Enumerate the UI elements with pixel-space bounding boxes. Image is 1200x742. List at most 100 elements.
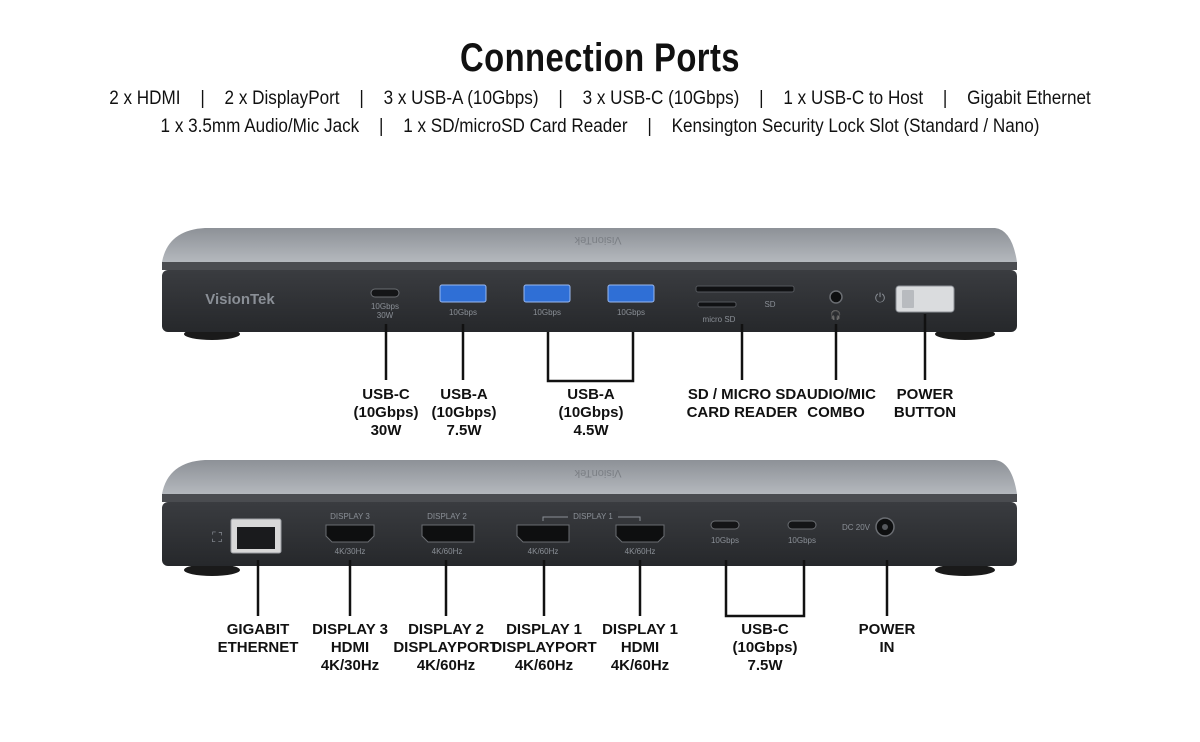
label-rear-display1hdmi-3: 4K/60Hz xyxy=(611,657,669,674)
spec-separator: | xyxy=(359,88,364,109)
rear-usbc-speed-1: 10Gbps xyxy=(711,536,739,545)
label-front-audio-1: AUDIO/MIC xyxy=(796,386,876,403)
rear-hdmi-port-3 xyxy=(325,524,375,543)
label-front-usbc-2: (10Gbps) xyxy=(353,404,418,421)
front-usba-speed-3: 10Gbps xyxy=(617,308,645,317)
spec-usbc-host: 1 x USB-C to Host xyxy=(783,88,924,109)
front-microsd-label: micro SD xyxy=(703,315,736,324)
label-rear-display3-2: HDMI xyxy=(331,639,369,656)
label-rear-power-2: IN xyxy=(880,639,895,656)
rear-usbc-port-2 xyxy=(787,520,817,530)
label-rear-display1hdmi-2: HDMI xyxy=(621,639,659,656)
front-top-brand: VisionTek xyxy=(574,234,621,246)
front-microsd-slot xyxy=(697,301,737,308)
front-dock: VisionTek VisionTek 10Gbps 30W 10Gbps 10… xyxy=(162,228,1017,340)
leader-rear-usbc xyxy=(724,560,806,618)
label-rear-usbc-2: (10Gbps) xyxy=(732,639,797,656)
rear-foot-right xyxy=(935,564,995,576)
spec-usba: 3 x USB-A (10Gbps) xyxy=(383,88,539,109)
rear-dp-port-1 xyxy=(516,524,570,543)
label-front-usba1-2: (10Gbps) xyxy=(431,404,496,421)
label-rear-display2-2: DISPLAYPORT xyxy=(393,639,498,656)
page-title: Connection Ports xyxy=(460,36,740,80)
rear-display3-label: DISPLAY 3 xyxy=(330,512,370,521)
label-front-power-1: POWER xyxy=(897,386,954,403)
label-rear-display1dp-3: 4K/60Hz xyxy=(515,657,573,674)
spec-separator: | xyxy=(200,88,205,109)
label-front-usbc-3: 30W xyxy=(371,422,403,439)
label-front-usbc-1: USB-C xyxy=(362,386,410,403)
rear-foot-left xyxy=(184,564,240,576)
spec-ethernet: Gigabit Ethernet xyxy=(967,88,1091,109)
spec-separator: | xyxy=(759,88,764,109)
rear-hdmi-port-1 xyxy=(615,524,665,543)
network-icon: ⛶ xyxy=(212,529,222,545)
spec-separator: | xyxy=(647,116,652,137)
front-usba-port-3 xyxy=(607,284,655,303)
rear-display1dp-res: 4K/60Hz xyxy=(528,547,559,556)
spec-separator: | xyxy=(942,88,948,109)
label-rear-display3-3: 4K/30Hz xyxy=(321,657,379,674)
label-front-sd-2: CARD READER xyxy=(687,404,798,421)
label-rear-ethernet-2: ETHERNET xyxy=(218,639,299,656)
front-usba-port-1 xyxy=(439,284,487,303)
spec-separator: | xyxy=(558,88,563,109)
front-usba-speed-1: 10Gbps xyxy=(449,308,477,317)
rear-top-brand: VisionTek xyxy=(574,467,621,479)
rear-display1hdmi-res: 4K/60Hz xyxy=(625,547,656,556)
label-front-usba2-1: USB-A xyxy=(567,386,615,403)
front-sd-slot xyxy=(695,285,795,293)
rear-display2-res: 4K/60Hz xyxy=(432,547,463,556)
front-usbc-power: 30W xyxy=(377,311,394,320)
label-rear-power-1: POWER xyxy=(859,621,916,638)
rear-labels: GIGABIT ETHERNET DISPLAY 3 HDMI 4K/30Hz … xyxy=(218,621,916,674)
specs-line-2: 1 x 3.5mm Audio/Mic Jack|1 x SD/microSD … xyxy=(60,116,1140,138)
rear-display2-label: DISPLAY 2 xyxy=(427,512,467,521)
label-rear-display2-3: 4K/60Hz xyxy=(417,657,475,674)
rear-dc-label: DC 20V xyxy=(842,523,871,532)
rear-usbc-speed-2: 10Gbps xyxy=(788,536,816,545)
rear-display1-label-bg xyxy=(568,511,618,521)
label-front-sd-1: SD / MICRO SD xyxy=(688,386,797,403)
front-usba-port-2 xyxy=(523,284,571,303)
front-vent-strip xyxy=(162,262,1017,270)
specs-line-1: 2 x HDMI | 2 x DisplayPort | 3 x USB-A (10Gb… xyxy=(60,88,1140,110)
spec-displayport: 2 x DisplayPort xyxy=(224,88,340,109)
rear-dp-port-2 xyxy=(421,524,475,543)
spec-hdmi: 2 x HDMI xyxy=(109,88,181,109)
label-front-usba1-3: 7.5W xyxy=(446,422,482,439)
spec-separator: | xyxy=(378,116,384,137)
rear-usbc-port-1 xyxy=(710,520,740,530)
rear-display3-res: 4K/30Hz xyxy=(335,547,366,556)
rear-leader-lines xyxy=(256,560,889,618)
front-audio-jack xyxy=(829,290,843,304)
spec-kensington: Kensington Security Lock Slot (Standard … xyxy=(671,116,1040,137)
rear-dock: VisionTek ⛶ DISPLAY 3 4K/30Hz DISPLAY 2 … xyxy=(162,460,1017,576)
label-rear-display2-1: DISPLAY 2 xyxy=(408,621,484,638)
rear-dc-pin xyxy=(882,524,888,530)
front-top-shell xyxy=(162,228,1017,262)
front-face xyxy=(162,270,1017,332)
rear-ethernet-jack xyxy=(237,527,275,549)
power-icon: ⏻ xyxy=(875,290,885,305)
spec-usbc: 3 x USB-C (10Gbps) xyxy=(582,88,740,109)
front-usba-speed-2: 10Gbps xyxy=(533,308,561,317)
label-rear-display3-1: DISPLAY 3 xyxy=(312,621,388,638)
front-usbc-speed: 10Gbps xyxy=(371,302,399,311)
front-brand-logo: VisionTek xyxy=(205,291,275,308)
rear-face xyxy=(162,502,1017,566)
label-front-usba2-3: 4.5W xyxy=(573,422,609,439)
label-rear-ethernet-1: GIGABIT xyxy=(227,621,290,638)
headset-mic-icon: 🎧 xyxy=(830,309,841,320)
spec-card-reader: 1 x SD/microSD Card Reader xyxy=(403,116,628,137)
label-rear-usbc-1: USB-C xyxy=(741,621,789,638)
front-usbc-port xyxy=(370,288,400,298)
front-labels: USB-C (10Gbps) 30W USB-A (10Gbps) 7.5W U… xyxy=(353,386,956,439)
label-rear-display1dp-2: DISPLAYPORT xyxy=(491,639,596,656)
label-rear-usbc-3: 7.5W xyxy=(747,657,783,674)
front-power-button-shade xyxy=(902,290,914,308)
rear-top-shell xyxy=(162,460,1017,494)
label-front-usba2-2: (10Gbps) xyxy=(558,404,623,421)
leader-front-usba2 xyxy=(546,332,635,383)
